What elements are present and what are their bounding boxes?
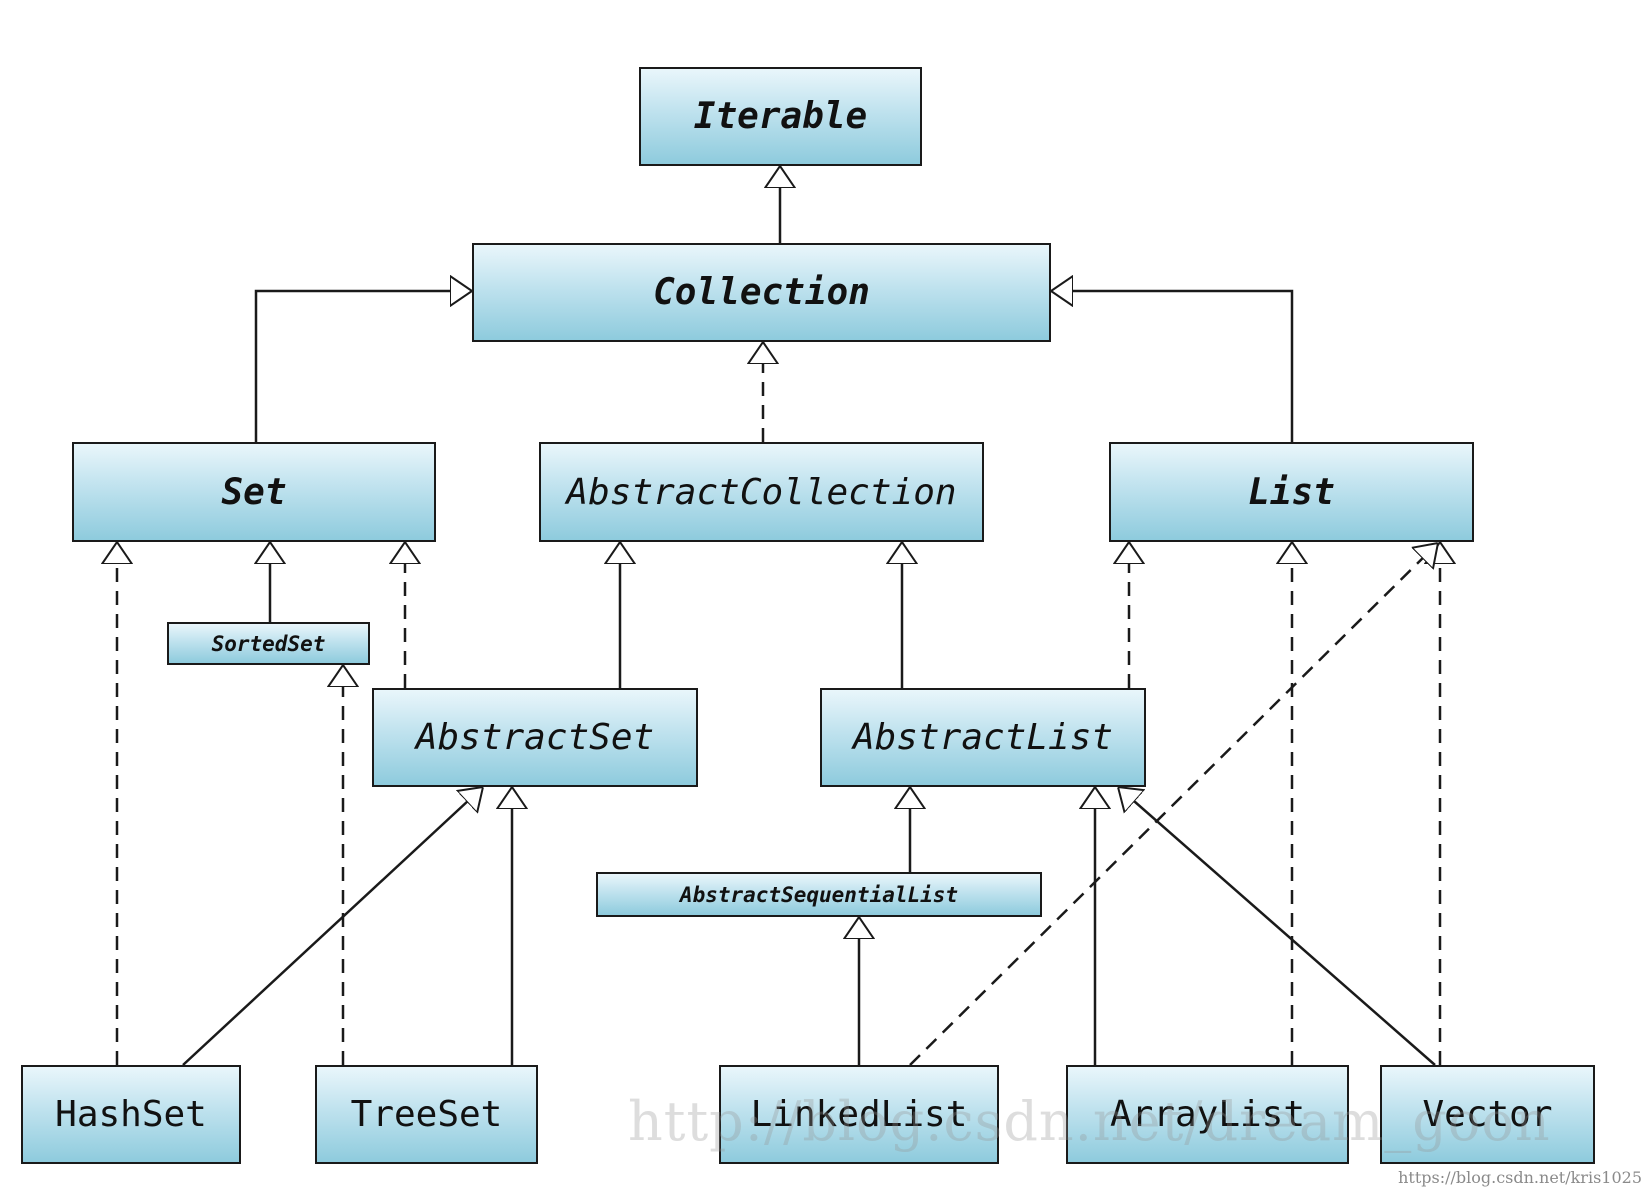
node-hash-set: HashSet bbox=[21, 1065, 241, 1164]
node-tree-set: TreeSet bbox=[315, 1065, 538, 1164]
node-set: Set bbox=[72, 442, 436, 542]
node-abstract-list: AbstractList bbox=[820, 688, 1146, 787]
node-linked-list: LinkedList bbox=[719, 1065, 999, 1164]
watermark-text: http://blog.csdn.net/dream_goon bbox=[628, 1090, 1551, 1153]
edge-list-collection bbox=[1051, 291, 1294, 442]
edge-hashset-abstractset bbox=[182, 787, 483, 1066]
node-abstract-set: AbstractSet bbox=[372, 688, 698, 787]
node-abstract-sequential-list: AbstractSequentialList bbox=[596, 872, 1042, 917]
credit-url: https://blog.csdn.net/kris1025 bbox=[1398, 1168, 1642, 1187]
node-sorted-set: SortedSet bbox=[167, 622, 370, 665]
edge-vector-abstractlist bbox=[1118, 787, 1436, 1066]
node-list: List bbox=[1109, 442, 1474, 542]
node-array-list: ArrayList bbox=[1066, 1065, 1349, 1164]
node-abstract-collection: AbstractCollection bbox=[539, 442, 984, 542]
node-vector: Vector bbox=[1380, 1065, 1595, 1164]
node-collection: Collection bbox=[472, 243, 1051, 342]
node-iterable: Iterable bbox=[639, 67, 922, 166]
edge-set-collection bbox=[254, 291, 472, 442]
edge-linkedlist-list bbox=[909, 543, 1438, 1066]
